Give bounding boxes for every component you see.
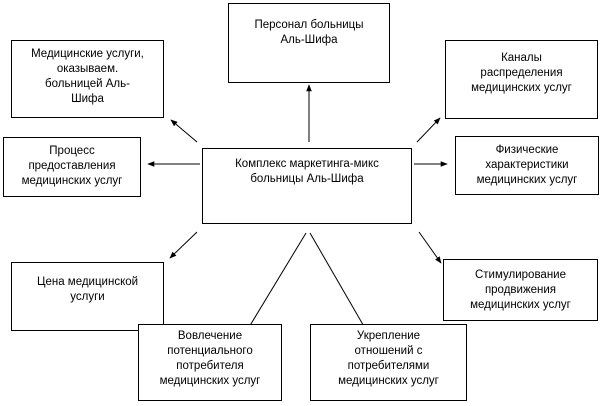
services-label: Медицинские услуги, оказываем. больницей… [31, 48, 144, 105]
process-label: Процесс предоставления медицинских услуг [21, 145, 123, 187]
center-box: Комплекс маркетинга-микс больницы Аль-Ши… [202, 148, 412, 224]
promotion-label: Стимулирование продвижения медицинских у… [470, 269, 571, 311]
channels-box: Каналы распределения медицинских услуг [445, 40, 598, 119]
physical-label: Физические характеристики медицинских ус… [476, 144, 578, 186]
process-box: Процесс предоставления медицинских услуг [3, 137, 141, 197]
price-box: Цена медицинской услуги [11, 262, 164, 331]
involvement-label: Вовлечение потенциального потребителя ме… [159, 330, 261, 387]
staff-box: Персонал больницы Аль-Шифа [228, 3, 390, 83]
services-box: Медицинские услуги, оказываем. больницей… [11, 40, 164, 118]
arrow-to-price [169, 231, 198, 259]
arrow-to-relations [309, 232, 374, 343]
center-label: Комплекс маркетинга-микс больницы Аль-Ши… [235, 158, 379, 185]
physical-box: Физические характеристики медицинских ус… [455, 136, 599, 195]
price-label: Цена медицинской услуги [36, 276, 139, 303]
staff-label: Персонал больницы Аль-Шифа [254, 19, 364, 46]
involvement-box: Вовлечение потенциального потребителя ме… [138, 324, 282, 401]
arrow-to-promotion [418, 231, 442, 264]
relations-label: Укрепление отношений с потребителями мед… [338, 330, 439, 387]
relations-box: Укрепление отношений с потребителями мед… [310, 324, 467, 401]
arrow-to-services [170, 119, 198, 143]
channels-label: Каналы распределения медицинских услуг [471, 52, 572, 94]
promotion-box: Стимулирование продвижения медицинских у… [443, 259, 598, 321]
arrow-to-involvement [239, 232, 307, 343]
arrow-to-channels [416, 117, 441, 143]
